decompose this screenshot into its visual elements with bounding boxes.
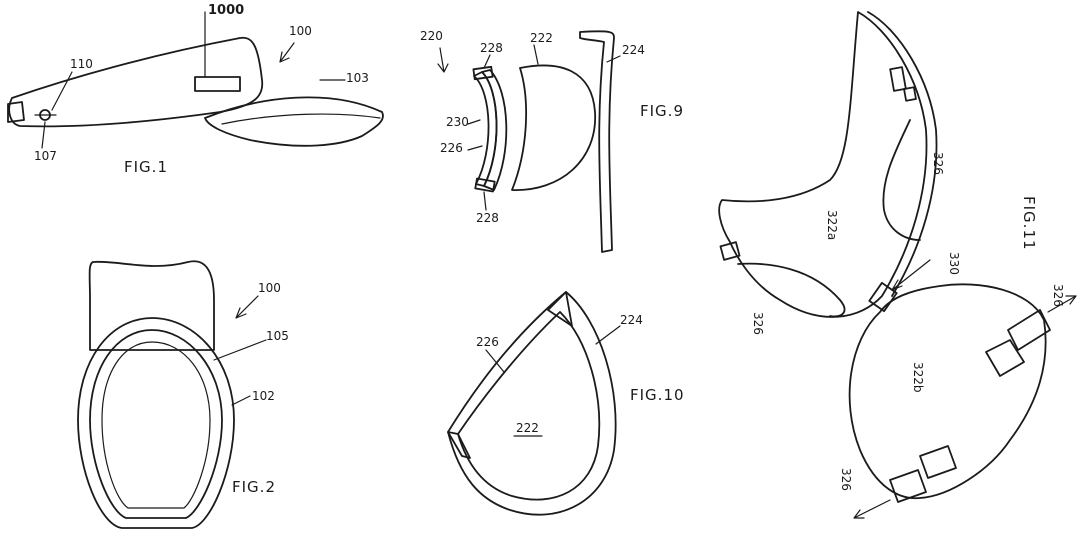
lower-pad-322b [848, 283, 1047, 500]
upper-clip-top-2 [903, 86, 917, 102]
arrow-100-fig2 [235, 295, 259, 319]
visor-top [88, 260, 215, 351]
leader-226 [467, 145, 483, 151]
leader-105 [213, 339, 267, 361]
label-100-fig2: 100 [258, 281, 281, 295]
upper-pad-edge [867, 11, 938, 297]
label-105: 105 [266, 329, 289, 343]
leader-228-top [483, 54, 491, 69]
figure-11: 326 322a 330 326 326 322b 326 FIG.11 [718, 11, 1077, 519]
frame-226-tab [547, 291, 573, 327]
figure-2: 100 105 102 FIG.2 [77, 260, 289, 529]
caption-fig11: FIG.11 [1020, 196, 1038, 251]
leader-230 [467, 119, 481, 125]
label-330: 330 [947, 252, 961, 275]
label-222-fig10: 222 [516, 421, 539, 435]
label-224-fig10: 224 [620, 313, 643, 327]
pocket-326-upper [882, 119, 921, 241]
label-226: 226 [440, 141, 463, 155]
clip-326-right-2 [985, 339, 1025, 377]
pocket-326-left [737, 262, 846, 318]
label-230: 230 [446, 115, 469, 129]
label-228-bottom: 228 [476, 211, 499, 225]
module-box [194, 76, 241, 92]
leader-224 [606, 55, 621, 63]
figure-10: 226 224 222 FIG.10 [447, 291, 685, 516]
band-opening [101, 341, 211, 509]
upper-pad-322a [718, 11, 928, 318]
leader-224-fig10 [595, 325, 621, 345]
frame-226-front [473, 71, 498, 187]
label-103: 103 [346, 71, 369, 85]
strap-end [7, 101, 25, 123]
upper-clip-top [889, 66, 907, 92]
leader-102 [231, 395, 251, 406]
caption-fig1: FIG.1 [124, 158, 168, 176]
label-222: 222 [530, 31, 553, 45]
pad-222-outline [457, 311, 601, 501]
hinge-330 [868, 281, 898, 313]
figure-9: 220 228 222 224 230 226 228 FIG.9 [420, 29, 684, 253]
arrow-100 [279, 42, 295, 63]
leader-228-bottom [483, 191, 487, 211]
label-226-fig10: 226 [476, 335, 499, 349]
caption-fig2: FIG.2 [232, 478, 276, 496]
label-107: 107 [34, 149, 57, 163]
label-326-right: 326 [1051, 284, 1065, 307]
label-100: 100 [289, 24, 312, 38]
caption-fig10: FIG.10 [630, 386, 685, 404]
band-outer [77, 317, 235, 529]
leader-110 [51, 71, 73, 111]
strip-224 [579, 30, 615, 253]
label-326-left: 326 [751, 312, 765, 335]
arrow-right [1047, 295, 1077, 313]
arrow-330 [891, 259, 931, 291]
label-322b: 322b [911, 362, 925, 393]
clip-228-bottom [474, 177, 496, 193]
caption-fig9: FIG.9 [640, 102, 684, 120]
leader-222 [533, 44, 539, 65]
label-322a: 322a [825, 210, 839, 240]
visor-brim [204, 96, 384, 147]
label-326-bottom: 326 [839, 468, 853, 491]
label-224: 224 [622, 43, 645, 57]
visor-band [8, 36, 264, 128]
label-228-top: 228 [480, 41, 503, 55]
frame-226-corner [447, 431, 471, 459]
pad-222 [511, 64, 596, 191]
leader-226-fig10 [485, 349, 505, 373]
clip-326-bottom [919, 445, 957, 479]
label-220: 220 [420, 29, 443, 43]
clip-228-top [472, 65, 494, 81]
arrow-bottom [853, 499, 891, 519]
figure-1: 1000 100 103 110 107 FIG.1 [7, 3, 384, 176]
label-326-upper: 326 [931, 152, 945, 175]
label-110: 110 [70, 57, 93, 71]
left-clip [719, 241, 741, 261]
arrow-220 [437, 47, 449, 73]
clip-326-right [1007, 309, 1051, 351]
clip-326-bottom-2 [889, 469, 927, 503]
band-inner [89, 329, 223, 519]
strip-224-outline [447, 291, 617, 516]
leader-107 [41, 121, 46, 149]
label-102: 102 [252, 389, 275, 403]
label-1000: 1000 [208, 3, 244, 18]
brim-edge [221, 113, 381, 125]
frame-226-side [481, 69, 508, 191]
